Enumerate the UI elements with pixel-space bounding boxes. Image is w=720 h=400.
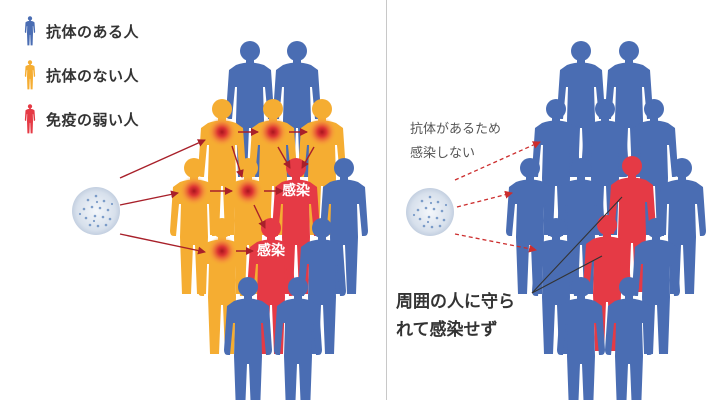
right-crowd (506, 41, 706, 400)
virus-icon (72, 187, 120, 235)
protected-note-line1: 周囲の人に守ら (396, 292, 515, 312)
immune-note: 抗体があるため 感染しない (410, 118, 501, 166)
protected-note: 周囲の人に守ら れて感染せず (396, 288, 515, 344)
immune-note-line1: 抗体があるため (410, 122, 502, 137)
legend-item-vulnerable: 免疫の弱い人 (22, 104, 139, 134)
legend-label: 抗体のある人 (46, 22, 140, 41)
legend-item-not-immune: 抗体のない人 (22, 60, 139, 90)
immune-note-line2: 感染しない (410, 146, 476, 161)
panel-divider (386, 0, 387, 400)
pointer-lines (531, 196, 623, 294)
person-icon (22, 60, 38, 90)
infected-label-2: 感染 (257, 242, 286, 259)
protected-note-line2: れて感染せず (396, 320, 498, 340)
infected-label-1: 感染 (282, 182, 311, 199)
legend-item-immune: 抗体のある人 (22, 16, 139, 46)
legend-label: 免疫の弱い人 (46, 110, 140, 129)
legend-label: 抗体のない人 (46, 66, 140, 85)
left-crowd (170, 41, 368, 400)
person-icon (22, 16, 38, 46)
infection-arrows (119, 128, 315, 255)
person-icon (22, 104, 38, 134)
blocked-arrows (454, 141, 541, 253)
virus-icon (406, 188, 454, 236)
infection-glows (179, 117, 337, 266)
